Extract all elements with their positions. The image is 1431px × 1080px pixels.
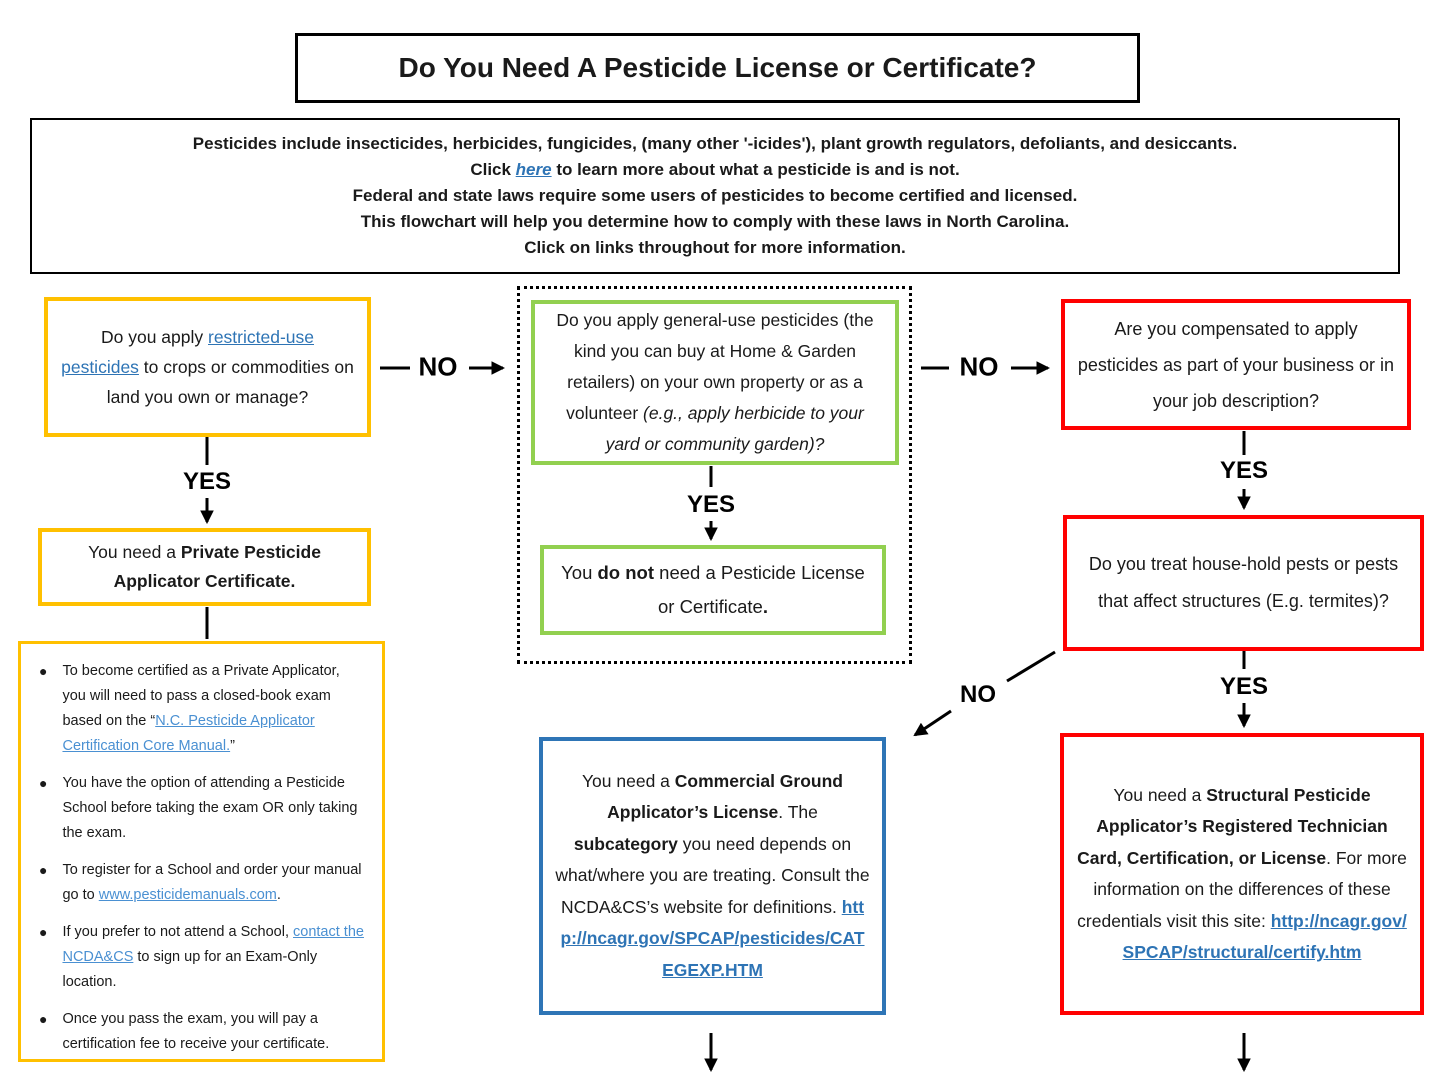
certificate-text-bold: Private Pesticide Applicator Certificate… (113, 542, 321, 591)
compensated-question-text: Are you compensated to apply pesticides … (1077, 318, 1395, 411)
list-item: ● To become certified as a Private Appli… (33, 659, 366, 759)
certify-link[interactable]: http://ncagr.gov/SPCAP/structural/certif… (1122, 910, 1407, 963)
bullet-2-text: You have the option of attending a Pesti… (62, 775, 358, 841)
arrow-no3-lower (913, 709, 952, 737)
yes-label-general: YES (686, 491, 736, 518)
commercial-pre: You need a (581, 770, 675, 791)
no-label-restricted: NO (418, 351, 458, 382)
intro-line-2: Click here to learn more about what a pe… (44, 157, 1386, 183)
structural-mid1: . For more information on the difference… (1077, 847, 1407, 931)
bullet-icon: ● (39, 862, 48, 878)
commercial-bold-subcategory: subcategory (573, 833, 678, 854)
line-no3-upper (1006, 650, 1056, 683)
no-label-household: NO (960, 681, 996, 708)
commercial-mid2: you need depends on what/where you are t… (555, 833, 870, 917)
intro-box: Pesticides include insecticides, herbici… (30, 118, 1400, 274)
intro-line-5: Click on links throughout for more infor… (524, 238, 906, 257)
restricted-use-pesticides-link[interactable]: restricted-use pesticides (61, 327, 315, 377)
general-question-text: Do you apply general-use pesticides (the… (556, 310, 874, 423)
general-use-question-box: Do you apply general-use pesticides (the… (531, 300, 899, 465)
pesticidemanuals-link[interactable]: www.pesticidemanuals.com (98, 887, 277, 903)
structural-pre: You need a (1113, 784, 1207, 805)
categexp-link[interactable]: http://ncagr.gov/SPCAP/pesticides/CATEGE… (560, 896, 865, 980)
core-manual-link[interactable]: N.C. Pesticide Applicator Certification … (62, 713, 315, 754)
list-item: ● You have the option of attending a Pes… (33, 771, 366, 846)
bullet-icon: ● (39, 1011, 48, 1027)
bullet-4-post: to sign up for an Exam-Only location. (62, 949, 318, 990)
bullet-4-text: If you prefer to not attend a School, (62, 924, 294, 940)
yes-label-restricted: YES (182, 468, 232, 495)
intro-line-2-pre: Click (470, 160, 516, 179)
general-use-group-frame (517, 286, 912, 664)
yes-label-household: YES (1219, 673, 1269, 700)
bullet-icon: ● (39, 663, 48, 679)
no-license-mid: need a Pesticide License or Certificate (654, 562, 865, 617)
intro-line-4: This flowchart will help you determine h… (360, 212, 1070, 231)
intro-line-2-post: to learn more about what a pesticide is … (551, 160, 960, 179)
certificate-text-pre: You need a (88, 542, 181, 562)
commercial-mid1: . The (778, 802, 818, 823)
bullet-5-text: Once you pass the exam, you will pay a c… (62, 1011, 330, 1052)
bullet-1-post: ” (230, 738, 235, 754)
here-link[interactable]: here (515, 160, 552, 179)
structural-license-box: You need a Structural Pesticide Applicat… (1060, 733, 1424, 1015)
intro-line-3: Federal and state laws require some user… (352, 186, 1078, 205)
commercial-bold-license: Commercial Ground Applicator’s License (607, 770, 843, 823)
list-item: ● Once you pass the exam, you will pay a… (33, 1007, 366, 1057)
bullet-3-text: To register for a School and order your … (62, 862, 362, 903)
restricted-use-question-box: Do you apply restricted-use pesticides t… (44, 297, 371, 437)
no-license-bold: do not (597, 562, 655, 583)
restricted-question-post: to crops or commodities on land you own … (106, 357, 354, 407)
title-box: Do You Need A Pesticide License or Certi… (295, 33, 1140, 103)
structural-bold-credential: Structural Pesticide Applicator’s Regist… (1077, 784, 1388, 868)
no-license-box: You do not need a Pesticide License or C… (540, 545, 886, 635)
bullet-3-post: . (276, 887, 281, 903)
private-steps-box: ● To become certified as a Private Appli… (18, 641, 385, 1062)
yes-label-compensated: YES (1219, 457, 1269, 484)
household-pests-question-box: Do you treat house-hold pests or pests t… (1063, 515, 1424, 651)
page-title: Do You Need A Pesticide License or Certi… (398, 52, 1037, 83)
compensated-question-box: Are you compensated to apply pesticides … (1061, 299, 1411, 430)
bullet-icon: ● (39, 924, 48, 940)
intro-line-1: Pesticides include insecticides, herbici… (192, 134, 1238, 153)
restricted-question-pre: Do you apply (100, 327, 208, 347)
no-label-general: NO (959, 351, 999, 382)
bullet-1-text: To become certified as a Private Applica… (62, 663, 340, 729)
private-certificate-box: You need a Private Pesticide Applicator … (38, 528, 371, 606)
no-license-period: . (762, 596, 768, 617)
general-question-example: (e.g., apply herbicide to your yard or c… (605, 403, 864, 454)
list-item: ● If you prefer to not attend a School, … (33, 920, 366, 995)
contact-ncdacs-link[interactable]: contact the NCDA&CS (62, 924, 364, 965)
commercial-license-box: You need a Commercial Ground Applicator’… (539, 737, 886, 1015)
list-item: ● To register for a School and order you… (33, 858, 366, 908)
household-question-text: Do you treat house-hold pests or pests t… (1088, 554, 1399, 611)
bullet-icon: ● (39, 775, 48, 791)
no-license-pre: You (561, 562, 598, 583)
